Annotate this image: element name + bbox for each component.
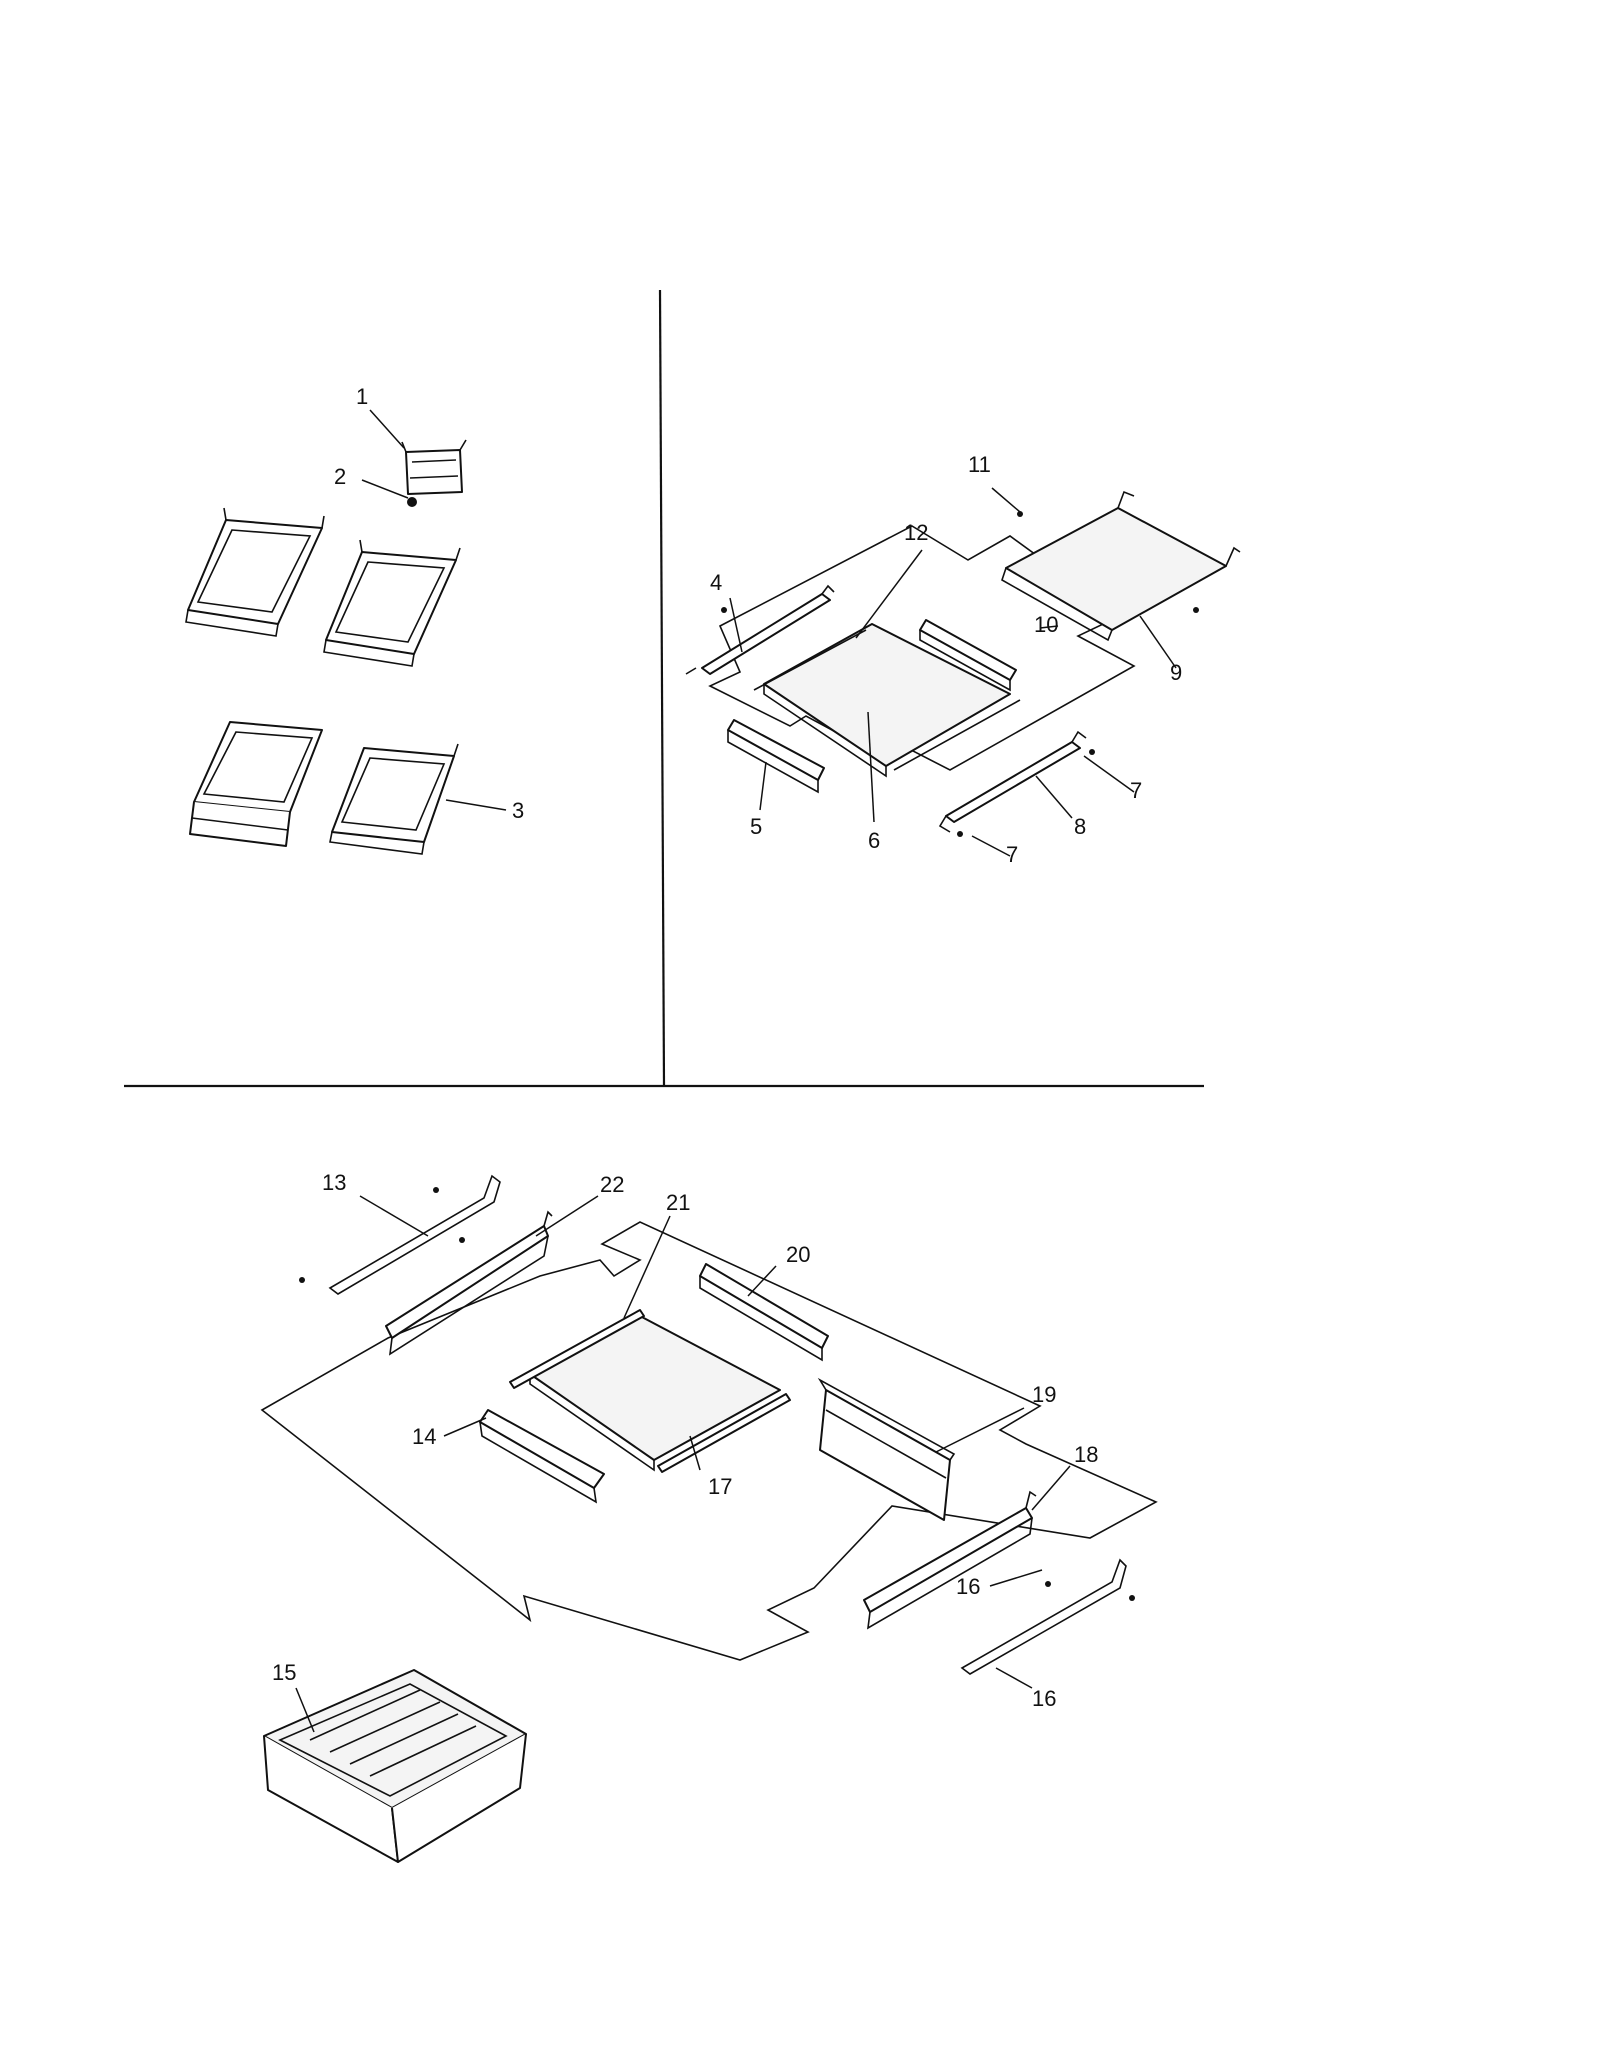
trim-part-5 — [727, 719, 825, 794]
callout-5: 5 — [750, 814, 762, 839]
callout-8: 8 — [1074, 814, 1086, 839]
trim-part-17 — [657, 1393, 791, 1473]
callout-1: 1 — [356, 384, 368, 409]
callout-14: 14 — [412, 1424, 436, 1449]
crisper-drawer-left — [189, 721, 323, 847]
screw-part-11 — [1017, 511, 1023, 517]
rail-part-19 — [817, 1377, 956, 1521]
glass-shelf-lower — [529, 1315, 781, 1472]
callout-6: 6 — [868, 828, 880, 853]
callout-16-lower: 16 — [1032, 1686, 1056, 1711]
callout-7-upper: 7 — [1130, 778, 1142, 803]
trim-part-20 — [699, 1263, 829, 1362]
assembly-outline-upper — [708, 525, 1136, 771]
callout-22: 22 — [600, 1172, 624, 1197]
callout-16-upper: 16 — [956, 1574, 980, 1599]
screw-part-7-upper — [1089, 749, 1095, 755]
screw-right-side — [1193, 607, 1199, 613]
callout-19: 19 — [1032, 1382, 1056, 1407]
callout-13: 13 — [322, 1170, 346, 1195]
shelf-left-upper — [185, 507, 325, 637]
callout-4: 4 — [710, 570, 722, 595]
crisper-drawer-part-15 — [263, 1669, 527, 1863]
trim-part-10 — [919, 619, 1017, 692]
rail-part-8 — [938, 730, 1087, 833]
shelf-part-3 — [329, 743, 459, 855]
bracket-part-18 — [863, 1490, 1037, 1630]
rail-part-4 — [685, 584, 835, 675]
callout-12: 12 — [904, 520, 928, 545]
rail-part-13 — [299, 1174, 501, 1295]
shelf-part-9 — [1001, 490, 1241, 642]
trim-part-14 — [479, 1409, 605, 1504]
screw-part-7-lower — [957, 831, 963, 837]
rail-part-16 — [960, 1558, 1135, 1675]
callout-10: 10 — [1034, 612, 1058, 637]
callout-2: 2 — [334, 464, 346, 489]
shelf-right-upper — [323, 539, 461, 667]
callout-7-lower: 7 — [1006, 842, 1018, 867]
callout-18: 18 — [1074, 1442, 1098, 1467]
leader-lines — [295, 409, 1177, 1733]
callout-15: 15 — [272, 1660, 296, 1685]
screw-part-2 — [407, 497, 417, 507]
glass-shelf-part-6 — [753, 623, 1021, 778]
vertical-divider — [658, 289, 666, 1087]
callout-11: 11 — [968, 452, 991, 477]
callout-9: 9 — [1170, 660, 1182, 685]
callout-17: 17 — [708, 1474, 732, 1499]
small-bin-part-1 — [401, 439, 467, 495]
bracket-part-22 — [385, 1210, 553, 1356]
callout-20: 20 — [786, 1242, 810, 1267]
trim-part-21 — [509, 1309, 645, 1389]
assembly-outline-lower — [260, 1221, 1158, 1661]
callout-3: 3 — [512, 798, 524, 823]
screw-part-4 — [721, 607, 727, 613]
callout-21: 21 — [666, 1190, 690, 1215]
